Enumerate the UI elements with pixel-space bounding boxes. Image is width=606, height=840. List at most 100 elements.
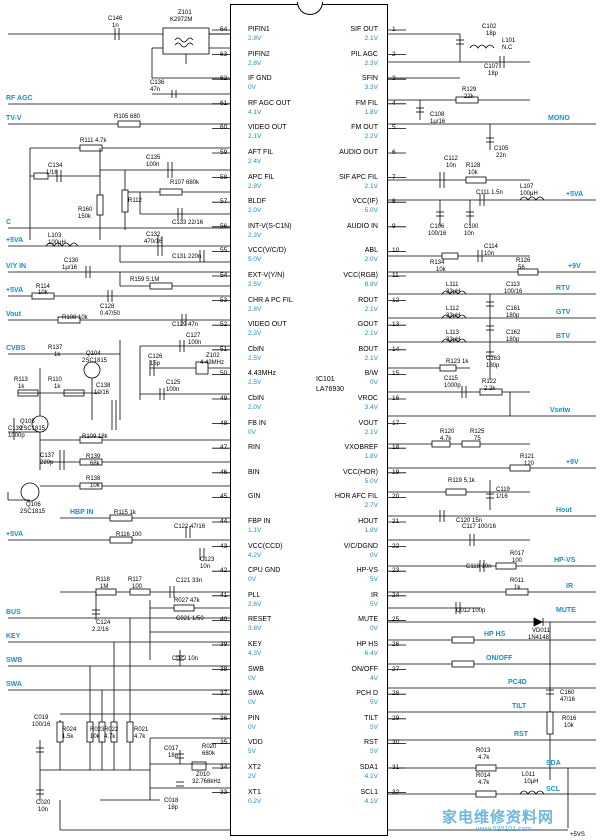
component-label: C018 bbox=[164, 798, 179, 804]
component-label: 68k bbox=[90, 461, 100, 467]
component-label: C119 bbox=[496, 487, 510, 493]
pin-voltage-left: 2.8V bbox=[248, 305, 262, 313]
pin-name-right: AUDIO OUT bbox=[339, 149, 378, 156]
pin-name-right: VOUT bbox=[358, 419, 378, 427]
pin-name-left: CbIN bbox=[248, 395, 264, 402]
pin-voltage-right: 2.1V bbox=[364, 354, 378, 362]
component-label: 22k bbox=[464, 94, 474, 100]
component-label: 1k bbox=[54, 384, 61, 390]
component-label: C130 bbox=[64, 258, 79, 264]
pin-number-left: 62 bbox=[220, 75, 228, 83]
pin-name-right: TILT bbox=[364, 714, 378, 722]
net-label: Hout bbox=[556, 507, 572, 514]
pin-name-right: PIL AGC bbox=[351, 50, 378, 58]
pin-voltage-right: 6.4V bbox=[364, 650, 378, 657]
pin-name-left: VIDEO OUT bbox=[248, 321, 287, 329]
net-label: IR bbox=[566, 583, 573, 590]
pin-name-left: IF GND bbox=[248, 75, 272, 83]
component-label: R022 bbox=[104, 727, 119, 733]
component-label: R123 1k bbox=[446, 359, 469, 365]
component-label: 18p bbox=[168, 753, 179, 759]
net-label: HBP IN bbox=[70, 509, 94, 516]
pin-number-left: 60 bbox=[220, 124, 228, 132]
pin-voltage-left: 2V bbox=[248, 773, 256, 780]
net-label: CVBS bbox=[6, 345, 26, 352]
pin-voltage-right: 5.0V bbox=[364, 207, 378, 215]
component-label: C111 1.5n bbox=[476, 190, 503, 196]
component-label: C105 bbox=[494, 146, 509, 152]
pin-number-right: 2 bbox=[392, 50, 396, 58]
net-label: +5VA bbox=[566, 191, 584, 198]
component-label: R139 bbox=[86, 454, 101, 460]
pin-number-right: 20 bbox=[392, 493, 400, 501]
pin-name-left: 4.43MHz bbox=[248, 370, 277, 378]
net-label: RF AGC bbox=[6, 95, 33, 102]
component-label: L011 bbox=[522, 772, 535, 778]
pin-number-left: 55 bbox=[220, 247, 228, 255]
pin-name-left: BIN bbox=[248, 468, 260, 476]
pin-voltage-right: 2.7V bbox=[364, 502, 378, 510]
component-label: C019 bbox=[34, 715, 49, 721]
pin-number-right: 16 bbox=[392, 395, 400, 402]
pin-number-right: 18 bbox=[392, 444, 400, 452]
pin-voltage-left: 2.1V bbox=[248, 133, 262, 141]
component-label: 100n bbox=[188, 340, 202, 346]
pin-voltage-left: 0V bbox=[248, 428, 256, 436]
component-label: N.C bbox=[502, 45, 513, 51]
component-label: 180p bbox=[506, 313, 520, 319]
component-label: C120 15n bbox=[456, 518, 483, 524]
component-label: R024 bbox=[62, 727, 77, 733]
component-label: 47/16 bbox=[560, 697, 576, 703]
component-label: 1n bbox=[112, 23, 119, 29]
pin-number-right: 8 bbox=[392, 198, 396, 206]
component-label: C137 bbox=[40, 453, 55, 459]
component-label: R113 bbox=[14, 377, 28, 383]
pin-name-left: AFT FIL bbox=[248, 149, 274, 156]
pin-name-right: VCC(HOR) bbox=[343, 468, 378, 476]
component-label: R105 680 bbox=[114, 114, 141, 120]
component-label: 0.47/50 bbox=[100, 311, 121, 317]
pin-number-left: 34 bbox=[220, 764, 228, 771]
pin-name-left: FBP IN bbox=[248, 518, 271, 525]
pin-number-right: 10 bbox=[392, 247, 400, 255]
pin-name-left: PIN bbox=[248, 714, 260, 722]
component-label: 15p bbox=[150, 361, 161, 367]
component-label: C125 bbox=[166, 380, 181, 386]
component-label: L112 bbox=[446, 306, 459, 312]
component-label: R020 bbox=[202, 744, 217, 750]
pin-name-left: CHR A PC FIL bbox=[248, 296, 293, 304]
ic-part-number: LA76930 bbox=[316, 386, 345, 393]
pin-voltage-left: 0V bbox=[248, 699, 256, 707]
component-label: 10n bbox=[200, 564, 211, 570]
component-label: Z010 bbox=[196, 772, 210, 778]
pin-number-right: 4 bbox=[392, 99, 396, 107]
component-label: 680k bbox=[202, 751, 216, 757]
component-label: R125 bbox=[470, 429, 485, 435]
component-label: C128 bbox=[100, 304, 115, 310]
pin-name-right: SCL1 bbox=[360, 788, 378, 796]
net-label: GTV bbox=[556, 309, 571, 316]
net-label: BUS bbox=[6, 609, 21, 616]
pin-number-right: 28 bbox=[392, 690, 400, 698]
pin-voltage-right: 5V bbox=[370, 576, 378, 584]
pin-number-right: 9 bbox=[392, 222, 396, 230]
pin-name-right: FM OUT bbox=[351, 124, 378, 132]
pin-number-right: 12 bbox=[392, 296, 400, 304]
component-label: L101 bbox=[502, 38, 516, 44]
pin-name-right: HP HS bbox=[356, 641, 378, 648]
pin-number-left: 47 bbox=[220, 444, 228, 452]
component-label: Z101 bbox=[178, 10, 192, 16]
net-label: HP-VS bbox=[554, 557, 576, 564]
component-label: R129 bbox=[462, 87, 477, 93]
pin-name-left: RIN bbox=[248, 444, 261, 452]
pin-voltage-left: 4.2V bbox=[248, 551, 262, 559]
pin-voltage-left: 1.1V bbox=[248, 527, 262, 534]
pin-voltage-left: 2.0V bbox=[248, 404, 262, 411]
component-label: 4.7k bbox=[478, 780, 490, 786]
watermark-logo: 家电维修资料网 bbox=[442, 809, 555, 826]
net-label: SWA bbox=[6, 681, 22, 688]
pin-name-left: FB IN bbox=[248, 419, 266, 427]
pin-number-right: 25 bbox=[392, 616, 400, 624]
pin-voltage-right: 3.3V bbox=[364, 84, 378, 92]
